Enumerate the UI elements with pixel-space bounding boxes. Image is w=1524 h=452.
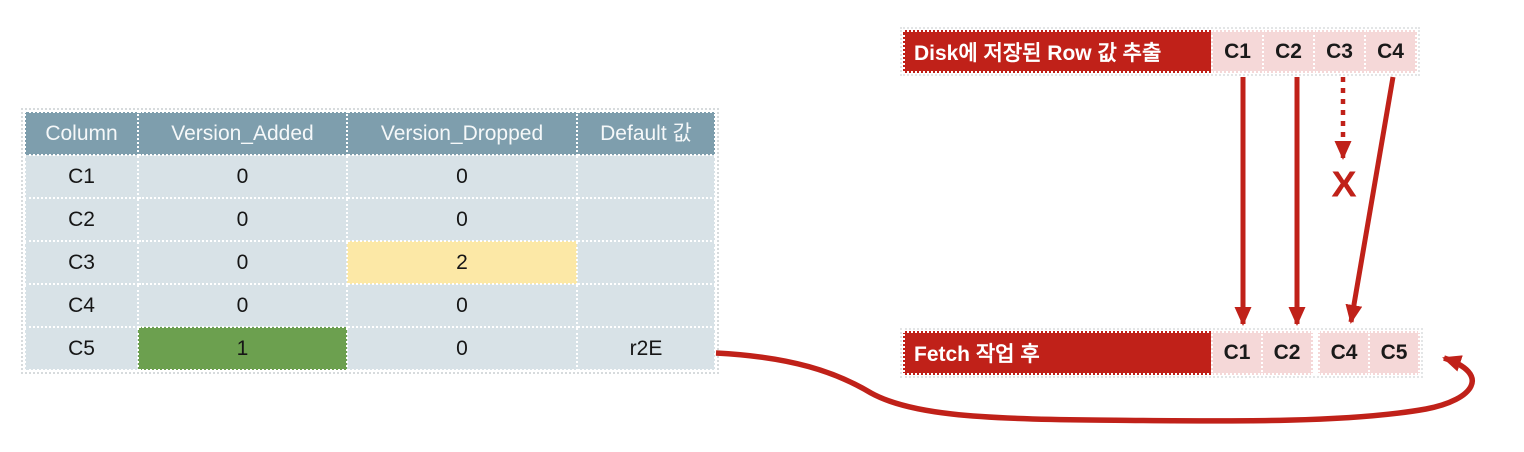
table-row-c2: C2 0 0 [24,197,716,242]
cell-c1-default [576,154,716,199]
disk-row-label: Disk에 저장된 Row 값 추출 [903,30,1213,73]
disk-cell-c3: C3 [1313,30,1366,73]
table-row-c1: C1 0 0 [24,154,716,199]
cell-c1-version-added: 0 [137,154,348,199]
cell-c4-name: C4 [24,283,139,328]
table-row-c3: C3 0 2 [24,240,716,285]
fetch-cell-c1: C1 [1211,331,1263,375]
cell-c3-version-added: 0 [137,240,348,285]
fetch-row-bar: Fetch 작업 후 C1 C2 C4 C5 [900,328,1423,378]
cell-c3-name: C3 [24,240,139,285]
cell-c5-version-dropped: 0 [346,326,578,371]
header-column: Column [24,111,139,156]
cell-c2-default [576,197,716,242]
cell-c2-name: C2 [24,197,139,242]
fetch-cell-c5: C5 [1368,331,1420,375]
disk-row-bar: Disk에 저장된 Row 값 추출 C1 C2 C3 C4 [900,27,1420,76]
cell-c5-version-added-highlighted: 1 [137,326,348,371]
cell-c4-default [576,283,716,328]
header-default-value: Default 값 [576,111,716,156]
cell-c1-version-dropped: 0 [346,154,578,199]
version-table: Column Version_Added Version_Dropped Def… [21,108,719,374]
disk-cell-c1: C1 [1211,30,1264,73]
cell-c5-name: C5 [24,326,139,371]
table-row-c4: C4 0 0 [24,283,716,328]
dropped-x-mark: X [1331,165,1357,205]
cell-c2-version-dropped: 0 [346,197,578,242]
disk-cell-c2: C2 [1262,30,1315,73]
cell-c2-version-added: 0 [137,197,348,242]
table-header-row: Column Version_Added Version_Dropped Def… [24,111,716,156]
cell-c1-name: C1 [24,154,139,199]
fetch-row-label: Fetch 작업 후 [903,331,1213,375]
cell-c5-default: r2E [576,326,716,371]
table-row-c5: C5 1 0 r2E [24,326,716,371]
cell-c3-default [576,240,716,285]
fetch-cell-c4: C4 [1318,331,1370,375]
fetch-cell-c2: C2 [1261,331,1313,375]
cell-c4-version-dropped: 0 [346,283,578,328]
cell-c3-version-dropped-highlighted: 2 [346,240,578,285]
cell-c4-version-added: 0 [137,283,348,328]
header-version-added: Version_Added [137,111,348,156]
disk-cell-c4: C4 [1364,30,1417,73]
header-version-dropped: Version_Dropped [346,111,578,156]
